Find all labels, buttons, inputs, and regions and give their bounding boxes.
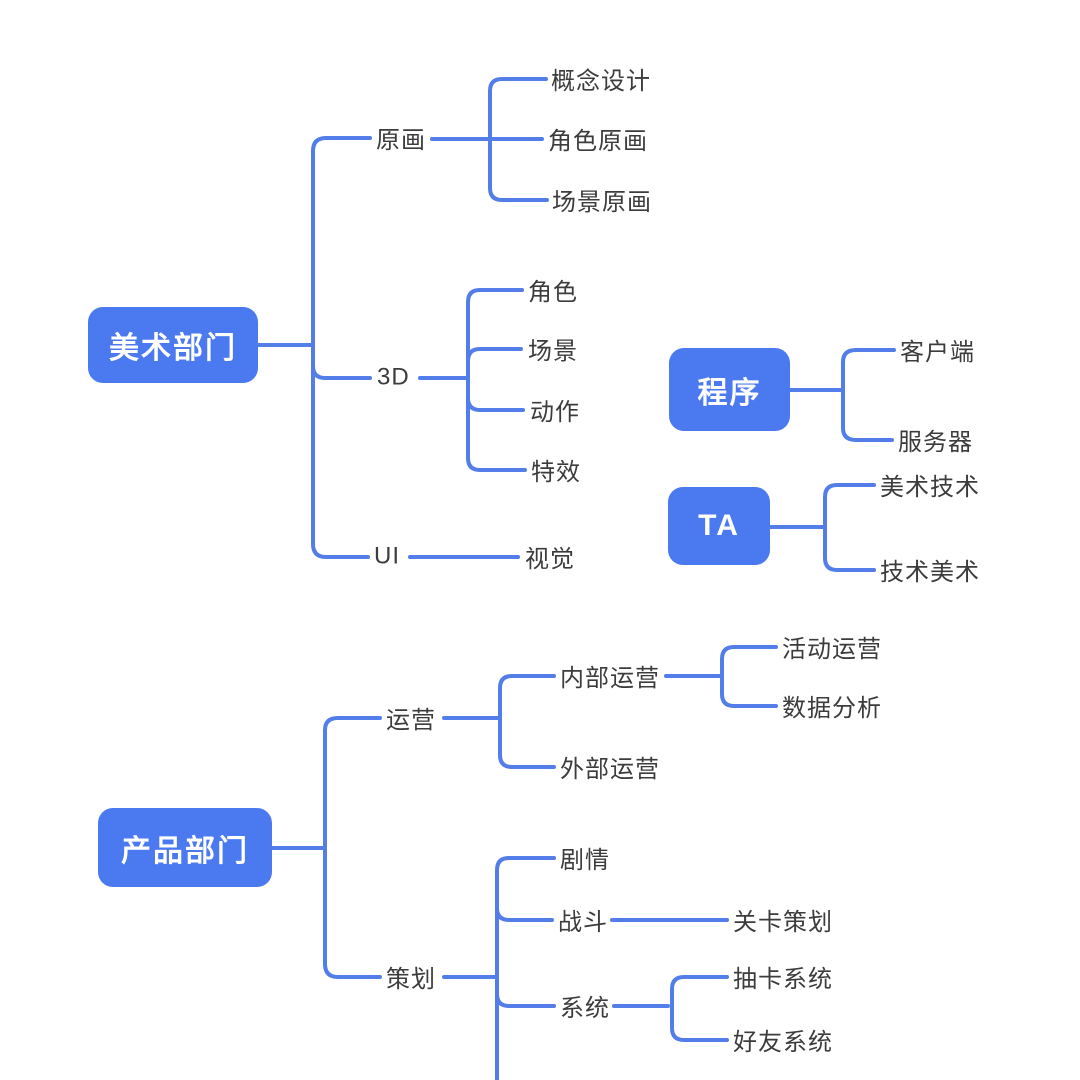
node-character-art: 角色原画 [548,127,648,155]
connector-xitong-stub [495,992,556,1008]
connector-product-trunk [323,716,382,979]
node-art-department: 美术部门 [88,307,258,383]
node-gacha-system: 抽卡系统 [733,965,833,993]
node-product-department: 产品部门 [98,808,272,887]
connector-zhandou-stub [495,906,554,922]
connector-3d-dongzuo-stub [466,396,525,412]
node-event-operations: 活动运营 [782,635,882,663]
node-3d-vfx: 特效 [531,458,581,486]
connector-yunying-bracket [498,674,556,769]
connector-xitong-bracket [670,975,729,1042]
node-operations: 运营 [386,706,436,734]
node-art-technology: 美术技术 [880,473,980,501]
connector-yuanhua-bracket [488,77,549,202]
node-3d-animation: 动作 [530,398,580,426]
node-server: 服务器 [898,428,973,456]
node-concept-design: 概念设计 [551,67,651,95]
connector-cehua-trunk [495,856,556,1080]
node-data-analysis: 数据分析 [782,694,882,722]
node-friend-system: 好友系统 [733,1028,833,1056]
node-technical-art: 技术美术 [880,558,980,586]
node-external-operations: 外部运营 [560,755,660,783]
node-story: 剧情 [560,846,610,874]
node-program-department: 程序 [669,348,790,431]
node-game-design: 策划 [386,965,436,993]
node-client: 客户端 [900,338,975,366]
node-ui: UI [374,542,400,570]
node-systems: 系统 [560,994,610,1022]
node-3d-character: 角色 [528,278,578,306]
connector-3d-bracket [466,288,527,472]
connector-3d-changjing-stub [466,347,523,363]
connector-art-trunk [311,136,372,559]
node-3d: 3D [377,363,410,391]
node-concept-art: 原画 [376,126,426,154]
node-level-design: 关卡策划 [733,908,833,936]
connector-art-3d-stub [311,364,372,380]
connector-program-bracket [841,348,896,442]
node-visual: 视觉 [525,545,575,573]
node-internal-operations: 内部运营 [560,664,660,692]
connector-ta-bracket [823,483,876,572]
node-combat: 战斗 [558,908,608,936]
node-3d-scene: 场景 [528,337,578,365]
node-ta-department: TA [668,487,770,565]
node-scene-art: 场景原画 [552,188,652,216]
connector-neibu-bracket [720,645,778,708]
